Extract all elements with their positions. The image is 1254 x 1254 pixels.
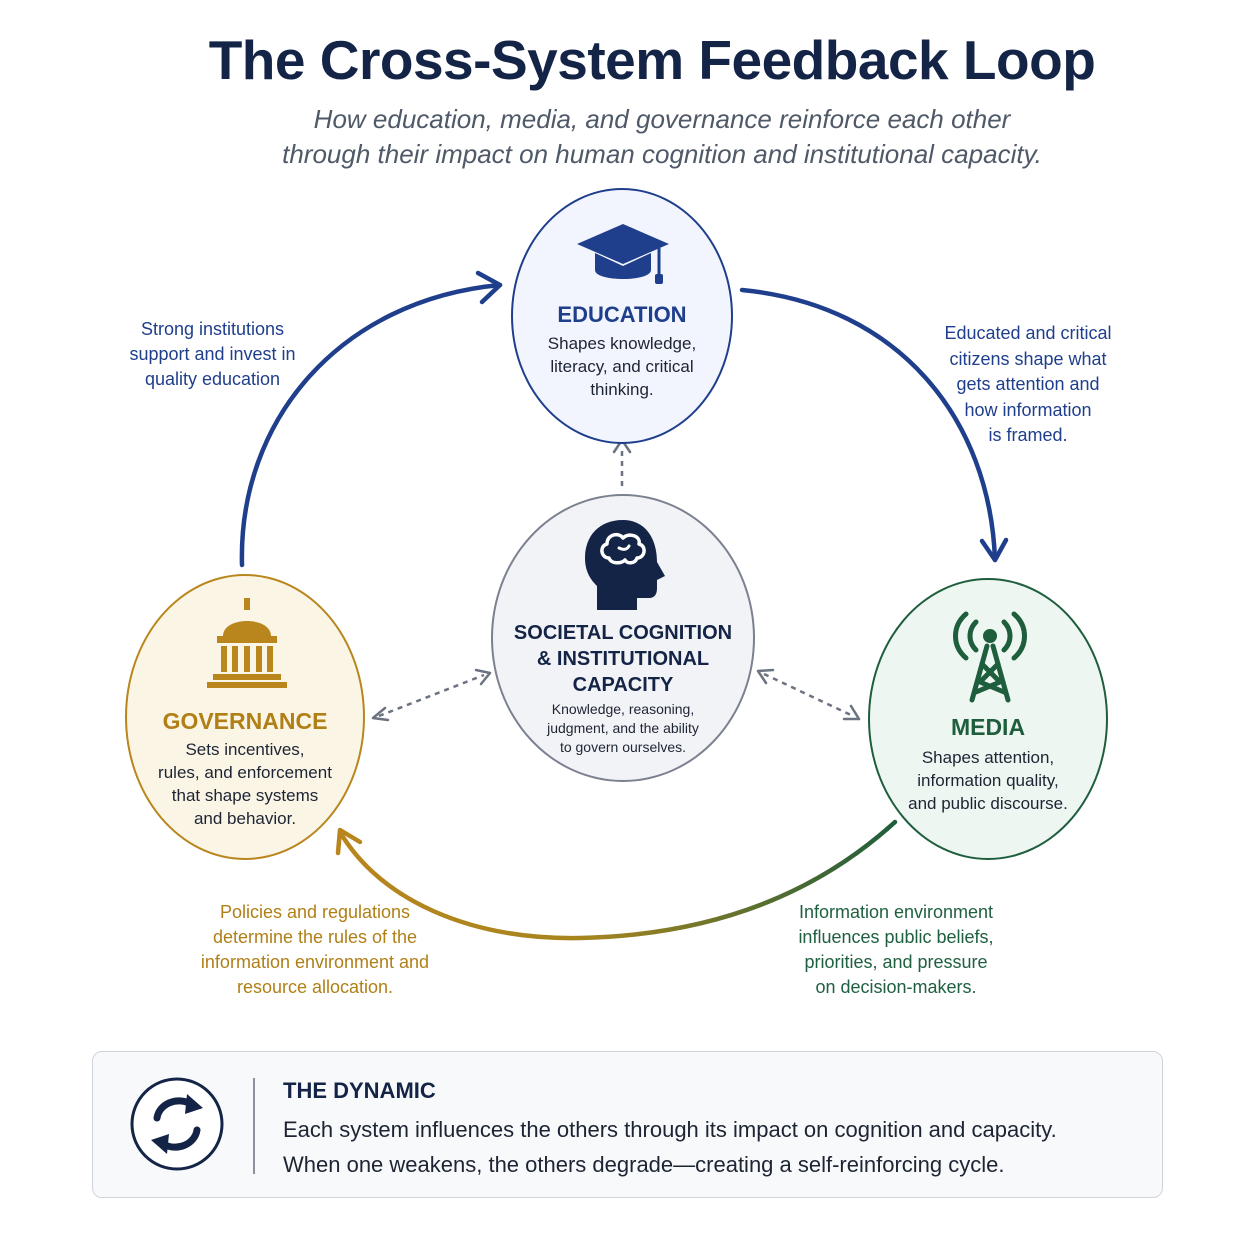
node-education-desc: Shapes knowledge, literacy, and critical…: [513, 332, 731, 401]
dynamic-heading: THE DYNAMIC: [283, 1078, 436, 1103]
desc-line: judgment, and the ability: [547, 720, 699, 736]
label-line: information environment and: [200, 952, 430, 972]
desc-line: Shapes attention,: [921, 748, 1055, 767]
label-line: how information: [964, 399, 1092, 420]
node-education: EDUCATION Shapes knowledge, literacy, an…: [511, 188, 733, 444]
label-line: Strong institutions: [140, 319, 285, 339]
label-line: priorities, and pressure: [804, 952, 988, 972]
graduation-cap-icon: [577, 224, 669, 284]
node-governance: GOVERNANCE Sets incentives, rules, and e…: [125, 574, 365, 860]
arrow-education-to-media: [739, 287, 1009, 563]
label-line: determine the rules of the: [212, 927, 418, 947]
desc-line: thinking.: [590, 380, 654, 399]
desc-line: to govern ourselves.: [559, 739, 687, 755]
label-line: is framed.: [988, 425, 1068, 446]
label-line: Policies and regulations: [219, 902, 411, 922]
label-education-to-media: Educated and critical citizens shape wha…: [930, 321, 1126, 449]
dynamic-line: Each system influences the others throug…: [283, 1117, 1057, 1142]
node-governance-desc: Sets incentives, rules, and enforcement …: [127, 738, 363, 830]
node-education-title: EDUCATION: [557, 302, 687, 327]
desc-line: and behavior.: [193, 809, 297, 828]
node-media-title: MEDIA: [950, 714, 1026, 740]
label-governance-policies: Policies and regulations determine the r…: [180, 900, 450, 1000]
refresh-cycle-icon: [130, 1077, 224, 1171]
desc-line: and public discourse.: [908, 794, 1068, 813]
dashed-arrow-cognition-governance: [371, 668, 492, 722]
page-title: The Cross-System Feedback Loop: [208, 29, 1096, 91]
arrow-media-to-governance: [335, 819, 898, 941]
label-governance-to-education: Strong institutions support and invest i…: [110, 317, 315, 392]
label-line: influences public beliefs,: [798, 927, 994, 947]
label-line: quality education: [144, 369, 281, 389]
label-line: gets attention and: [956, 374, 1100, 395]
node-governance-title: GOVERNANCE: [162, 708, 328, 734]
label-line: resource allocation.: [236, 977, 394, 997]
node-cognition-title: SOCIETAL COGNITION & INSTITUTIONAL CAPAC…: [493, 620, 753, 698]
dynamic-panel: THE DYNAMIC Each system influences the o…: [92, 1051, 1163, 1198]
subtitle-line: How education, media, and governance rei…: [313, 104, 1011, 134]
title-line: CAPACITY: [572, 674, 674, 696]
label-line: Educated and critical: [944, 323, 1112, 343]
panel-divider: [253, 1078, 255, 1174]
node-cognition-desc: Knowledge, reasoning, judgment, and the …: [493, 700, 753, 757]
desc-line: Sets incentives,: [185, 740, 305, 759]
label-line: citizens shape what: [949, 348, 1107, 369]
arrow-governance-to-education: [239, 270, 503, 568]
title-line: & INSTITUTIONAL: [536, 648, 710, 670]
dynamic-line: When one weakens, the others degrade—cre…: [283, 1152, 1005, 1177]
label-line: support and invest in: [129, 344, 296, 364]
desc-line: rules, and enforcement: [158, 763, 332, 782]
desc-line: that shape systems: [171, 786, 319, 805]
dashed-arrow-cognition-education: [612, 438, 632, 486]
desc-line: Shapes knowledge,: [547, 334, 697, 353]
node-media: MEDIA Shapes attention, information qual…: [868, 578, 1108, 860]
label-line: Information environment: [798, 902, 994, 922]
capitol-building-icon: [207, 598, 287, 688]
desc-line: information quality,: [917, 771, 1059, 790]
dashed-arrow-cognition-media: [756, 668, 861, 721]
subtitle-line: through their impact on human cognition …: [282, 139, 1042, 169]
title-line: SOCIETAL COGNITION: [513, 622, 733, 644]
page-subtitle: How education, media, and governance rei…: [0, 102, 1254, 172]
broadcast-tower-icon: [953, 611, 1027, 703]
node-media-desc: Shapes attention, information quality, a…: [870, 746, 1106, 815]
desc-line: Knowledge, reasoning,: [551, 701, 695, 717]
label-line: on decision-makers.: [815, 977, 977, 997]
node-cognition: SOCIETAL COGNITION & INSTITUTIONAL CAPAC…: [491, 494, 755, 782]
brain-head-icon: [585, 520, 665, 610]
desc-line: literacy, and critical: [550, 357, 694, 376]
dynamic-text: Each system influences the others throug…: [283, 1112, 1057, 1182]
label-media-to-governance: Information environment influences publi…: [780, 900, 1012, 1000]
